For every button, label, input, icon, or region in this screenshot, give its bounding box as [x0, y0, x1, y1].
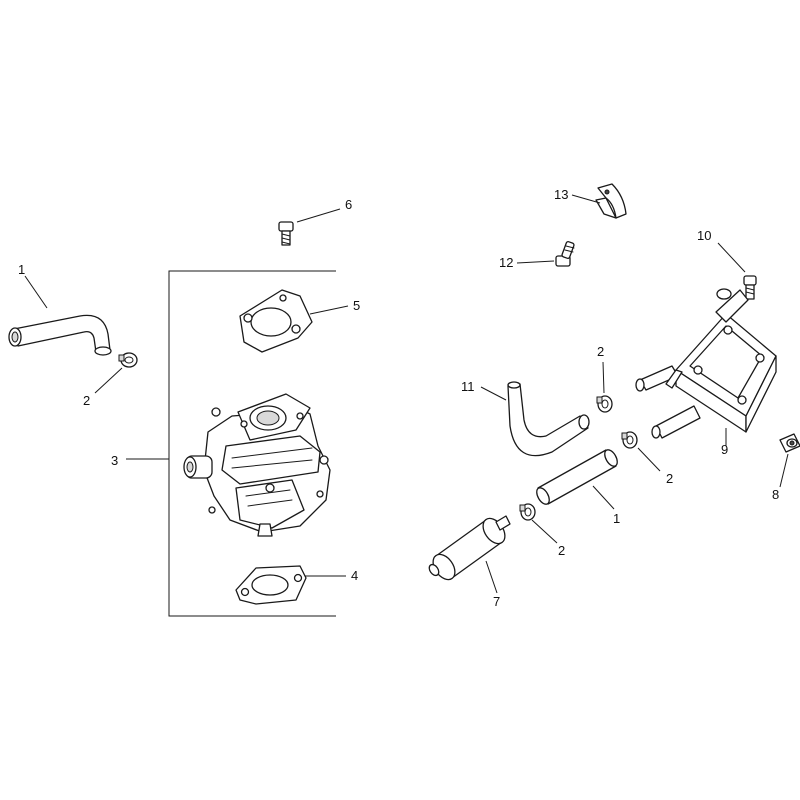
callout-fitting-small: 12: [499, 255, 513, 270]
callout-fuel-filter: 7: [493, 594, 500, 609]
callout-gasket-lower: 4: [351, 568, 358, 583]
gasket-lower: [235, 565, 307, 605]
callout-carburetor: 3: [111, 453, 118, 468]
callout-clamp-upper: 2: [597, 344, 604, 359]
clamp-upper: [596, 395, 613, 413]
screw-pump: [743, 275, 757, 300]
fitting-right: [779, 433, 800, 453]
callout-clip-top: 13: [554, 187, 568, 202]
fuel-filter: [428, 515, 511, 581]
fuel-pump: [635, 288, 777, 439]
clip-top: [595, 183, 627, 219]
callout-hose-bent: 11: [461, 379, 475, 394]
callout-clamp-left: 2: [83, 393, 90, 408]
callout-screw-pump: 10: [697, 228, 711, 243]
assembly-bracket: [126, 270, 336, 617]
callout-gasket-upper: 5: [353, 298, 360, 313]
callout-screw-top: 6: [345, 197, 352, 212]
screw-top: [278, 221, 294, 246]
callout-clamp-low: 2: [558, 543, 565, 558]
hose-left: [8, 314, 112, 356]
carburetor: [183, 393, 331, 537]
clamp-left: [118, 352, 138, 368]
hose-bent: [507, 381, 590, 457]
clamp-low: [519, 503, 536, 521]
hose-straight: [536, 449, 618, 505]
callout-fuel-pump: 9: [721, 442, 728, 457]
gasket-upper: [239, 289, 313, 353]
callout-hose-left: 1: [18, 262, 25, 277]
callout-clamp-mid: 2: [666, 471, 673, 486]
fitting-small: [555, 241, 575, 267]
callout-hose-straight: 1: [613, 511, 620, 526]
callout-fitting-right: 8: [772, 487, 779, 502]
clamp-mid: [621, 431, 638, 449]
